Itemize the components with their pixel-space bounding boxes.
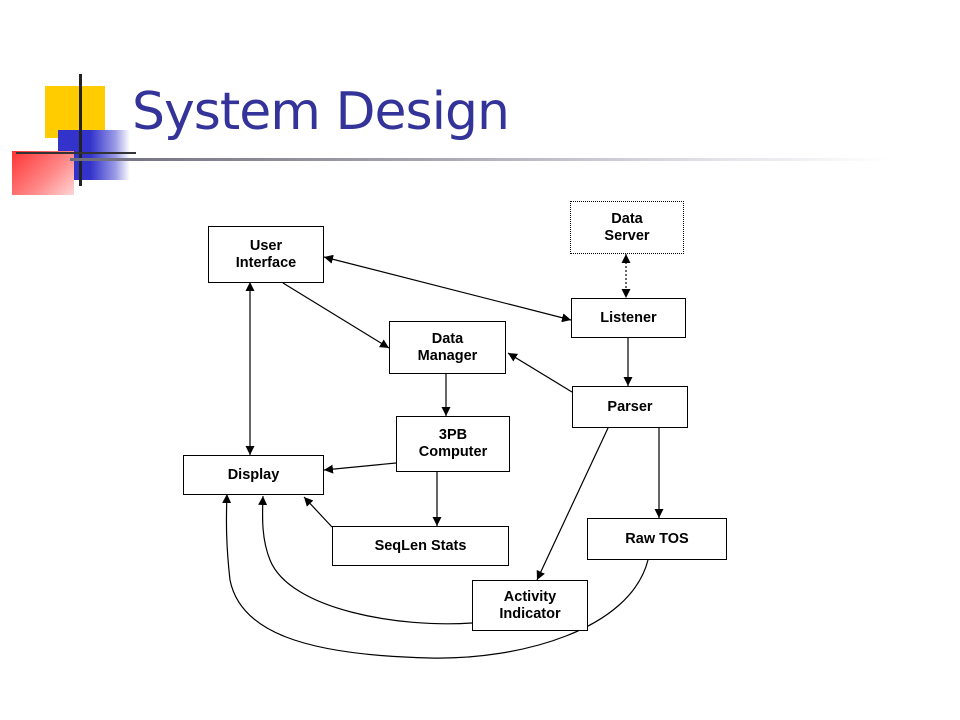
- node-parser-label: Parser: [607, 398, 653, 415]
- deco-horizontal-line: [16, 152, 136, 154]
- edge-activity-display: [258, 495, 473, 625]
- edge-parser-activity: [536, 427, 609, 581]
- edge-ui-datamanager: [282, 282, 390, 349]
- edge-3pb-display: [323, 462, 397, 474]
- deco-red-square: [12, 151, 74, 195]
- node-activity-indicator: Activity Indicator: [472, 580, 588, 631]
- node-parser: Parser: [572, 386, 688, 428]
- node-3pb-computer-label: 3PB Computer: [418, 427, 488, 460]
- node-user-interface-label: User Interface: [235, 237, 297, 271]
- title-underline: [70, 158, 890, 161]
- node-3pb-computer: 3PB Computer: [396, 416, 510, 472]
- node-user-interface: User Interface: [208, 226, 324, 283]
- edge-parser-datamanager: [507, 352, 573, 393]
- edge-ui-listener: [323, 254, 572, 323]
- node-raw-tos-label: Raw TOS: [625, 530, 689, 547]
- deco-yellow-square: [45, 86, 105, 138]
- node-data-manager-label: Data Manager: [417, 330, 478, 364]
- slide-title: System Design: [132, 82, 510, 142]
- node-data-server: Data Server: [570, 201, 684, 254]
- node-display: Display: [183, 455, 324, 495]
- deco-vertical-line: [79, 74, 82, 186]
- node-seqlen-stats-label: SeqLen Stats: [374, 537, 467, 554]
- node-listener-label: Listener: [600, 309, 657, 326]
- node-display-label: Display: [227, 466, 280, 483]
- node-seqlen-stats: SeqLen Stats: [332, 526, 509, 566]
- node-data-manager: Data Manager: [389, 321, 506, 374]
- node-activity-indicator-label: Activity Indicator: [499, 588, 561, 622]
- node-listener: Listener: [571, 298, 686, 338]
- edge-seqlen-display: [303, 496, 333, 528]
- node-data-server-label: Data Server: [604, 210, 650, 244]
- node-raw-tos: Raw TOS: [587, 518, 727, 560]
